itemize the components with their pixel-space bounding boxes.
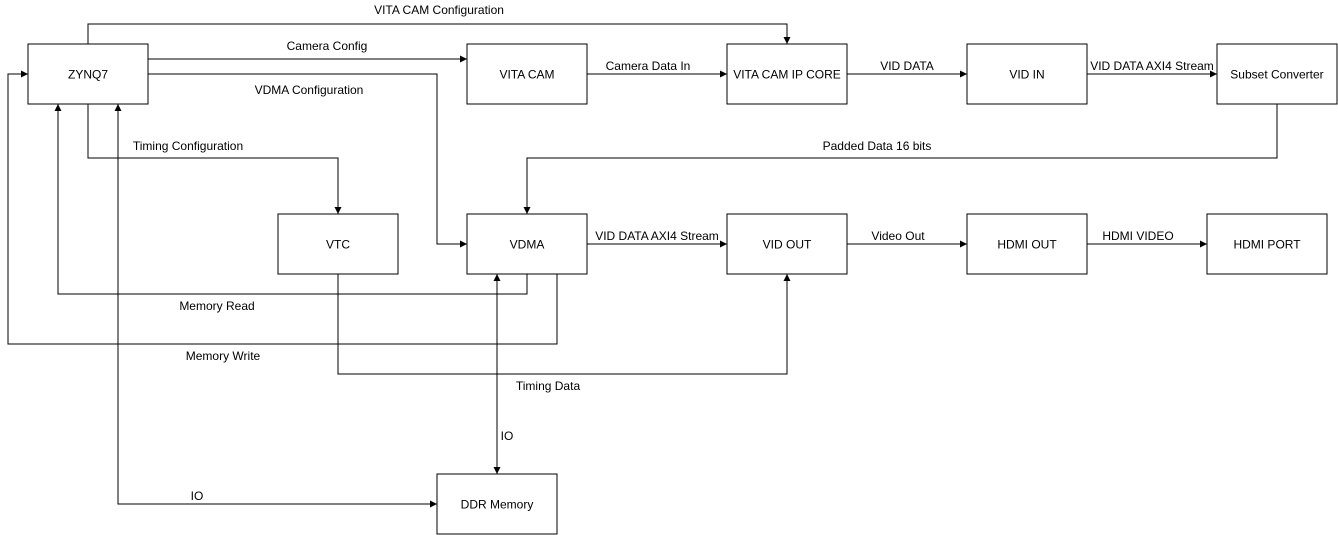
vtc-block: VTC	[277, 213, 399, 275]
vita-cam-ip-core-block: VITA CAM IP CORE	[726, 43, 848, 105]
vtc-label: VTC	[326, 238, 350, 252]
vid-data-axi4-stream-mid-label: VID DATA AXI4 Stream	[595, 229, 719, 243]
memory-read-label: Memory Read	[179, 299, 254, 313]
vdma-configuration-arrow	[148, 73, 467, 248]
hdmi-video-label: HDMI VIDEO	[1102, 229, 1173, 243]
timing-data-label: Timing Data	[516, 379, 581, 393]
vdma-block: VDMA	[466, 213, 588, 275]
vita-cam-configuration-label: VITA CAM Configuration	[374, 3, 504, 17]
subset-converter-block: Subset Converter	[1216, 43, 1338, 105]
hdmi-out-block: HDMI OUT	[966, 213, 1088, 275]
zynq7-block: ZYNQ7	[27, 43, 149, 105]
vid-in-label: VID IN	[1009, 68, 1044, 82]
ddr-memory-block: DDR Memory	[436, 473, 558, 535]
vid-in-block: VID IN	[966, 43, 1088, 105]
padded-data-arrow	[523, 104, 1278, 214]
subset-converter-label: Subset Converter	[1230, 68, 1323, 82]
vdma-label: VDMA	[510, 238, 545, 252]
hdmi-out-label: HDMI OUT	[997, 238, 1057, 252]
timing-configuration-label: Timing Configuration	[133, 139, 243, 153]
timing-configuration-arrow	[87, 104, 342, 214]
timing-data-arrow	[337, 274, 791, 375]
vid-data-label: VID DATA	[880, 59, 934, 73]
vid-out-label: VID OUT	[763, 238, 812, 252]
io-bottom-label: IO	[191, 489, 204, 503]
hdmi-port-block: HDMI PORT	[1206, 213, 1328, 275]
connection-labels: VITA CAM Configuration Camera Config Cam…	[133, 3, 1214, 503]
vid-out-block: VID OUT	[726, 213, 848, 275]
io-vertical-label: IO	[501, 429, 514, 443]
video-out-label: Video Out	[871, 229, 925, 243]
padded-data-label: Padded Data 16 bits	[823, 139, 932, 153]
zynq7-label: ZYNQ7	[68, 68, 108, 82]
vita-cam-ip-core-label: VITA CAM IP CORE	[733, 68, 841, 82]
connections	[7, 23, 1278, 508]
vita-cam-configuration-arrow	[87, 23, 791, 44]
vita-cam-block: VITA CAM	[466, 43, 588, 105]
hdmi-port-label: HDMI PORT	[1233, 238, 1301, 252]
memory-write-arrow	[7, 70, 558, 345]
camera-data-in-label: Camera Data In	[606, 59, 691, 73]
ddr-memory-label: DDR Memory	[461, 498, 534, 512]
vid-data-axi4-stream-top-label: VID DATA AXI4 Stream	[1090, 59, 1214, 73]
vdma-configuration-label: VDMA Configuration	[255, 83, 364, 97]
camera-config-label: Camera Config	[287, 39, 368, 53]
memory-write-label: Memory Write	[186, 349, 261, 363]
vita-cam-label: VITA CAM	[499, 68, 554, 82]
io-zynq-ddr-arrow	[114, 104, 437, 508]
